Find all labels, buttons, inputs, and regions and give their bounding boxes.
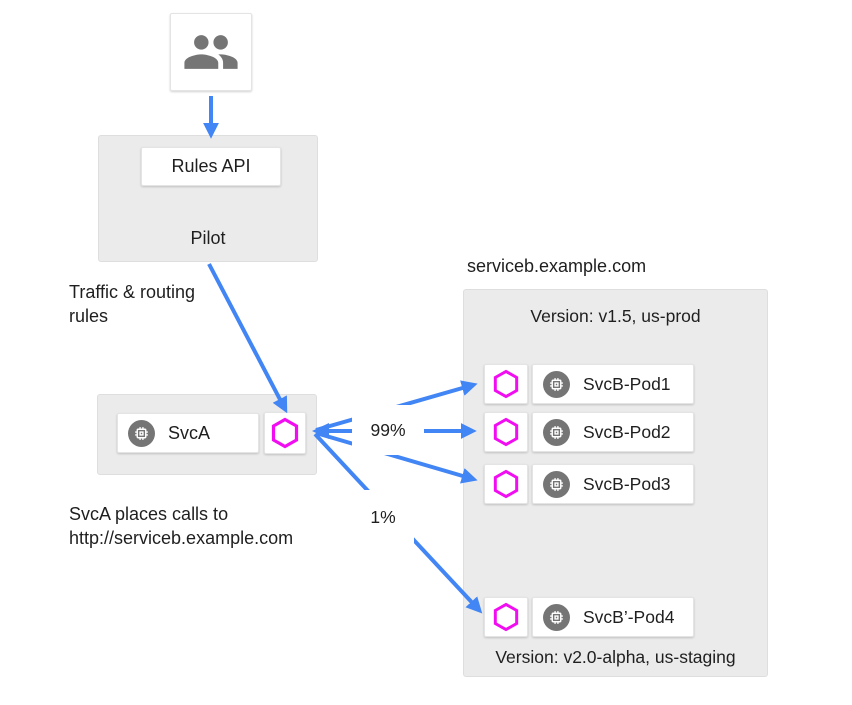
svca-calls-annotation: SvcA places calls to http://serviceb.exa…	[69, 502, 293, 550]
envoy-hexagon-icon	[493, 369, 519, 399]
chip-icon	[543, 370, 570, 398]
svca-calls-line1: SvcA places calls to	[69, 504, 229, 524]
svca-node: SvcA	[117, 413, 259, 453]
pod-node-svcb-pod4: SvcB’-Pod4	[532, 597, 694, 637]
traffic-split-1-label: 1%	[352, 490, 414, 544]
pod-node-svcb-pod2: SvcB-Pod2	[532, 412, 694, 452]
staging-version-label: Version: v2.0-alpha, us-staging	[495, 647, 736, 667]
envoy-sidecar-node-pod4	[484, 597, 528, 637]
envoy-sidecar-node-pod1	[484, 364, 528, 404]
users-node	[170, 13, 252, 91]
svca-calls-line2: http://serviceb.example.com	[69, 528, 294, 548]
rules-api-label: Rules API	[171, 156, 251, 176]
envoy-hexagon-icon	[271, 417, 299, 449]
pod-node-svcb-pod1: SvcB-Pod1	[532, 364, 694, 404]
serviceb-panel: Version: v1.5, us-prod SvcB-Pod1	[463, 289, 768, 677]
pod-node-svcb-pod3: SvcB-Pod3	[532, 464, 694, 504]
envoy-sidecar-node-pod3	[484, 464, 528, 504]
chip-icon	[543, 603, 570, 631]
traffic-rules-annotation: Traffic & routing rules	[69, 280, 195, 328]
envoy-hexagon-icon	[493, 602, 519, 632]
pod-label: SvcB-Pod3	[583, 473, 671, 494]
svca-label: SvcA	[168, 422, 211, 443]
pod-label: SvcB-Pod2	[583, 421, 671, 442]
users-icon	[184, 35, 238, 69]
envoy-hexagon-icon	[493, 469, 519, 499]
pod-label: SvcB-Pod1	[583, 373, 671, 394]
serviceb-domain-label: serviceb.example.com	[467, 256, 647, 276]
pilot-label: Pilot	[190, 228, 226, 248]
svca-panel: SvcA	[97, 394, 317, 475]
pod-label: SvcB’-Pod4	[583, 606, 675, 627]
envoy-hexagon-icon	[493, 417, 519, 447]
traffic-split-99-label: 99%	[352, 405, 424, 455]
arrow-pilot-to-proxy	[207, 263, 288, 414]
pilot-panel: Rules API Pilot	[98, 135, 318, 262]
svca-proxy-node	[264, 412, 306, 454]
chip-icon	[543, 470, 570, 498]
prod-version-label: Version: v1.5, us-prod	[530, 306, 701, 326]
envoy-sidecar-node-pod2	[484, 412, 528, 452]
chip-icon	[543, 418, 570, 446]
traffic-rules-line1: Traffic & routing	[69, 282, 196, 302]
traffic-rules-line2: rules	[69, 306, 109, 326]
rules-api-node: Rules API	[141, 147, 281, 186]
chip-icon	[128, 419, 155, 447]
